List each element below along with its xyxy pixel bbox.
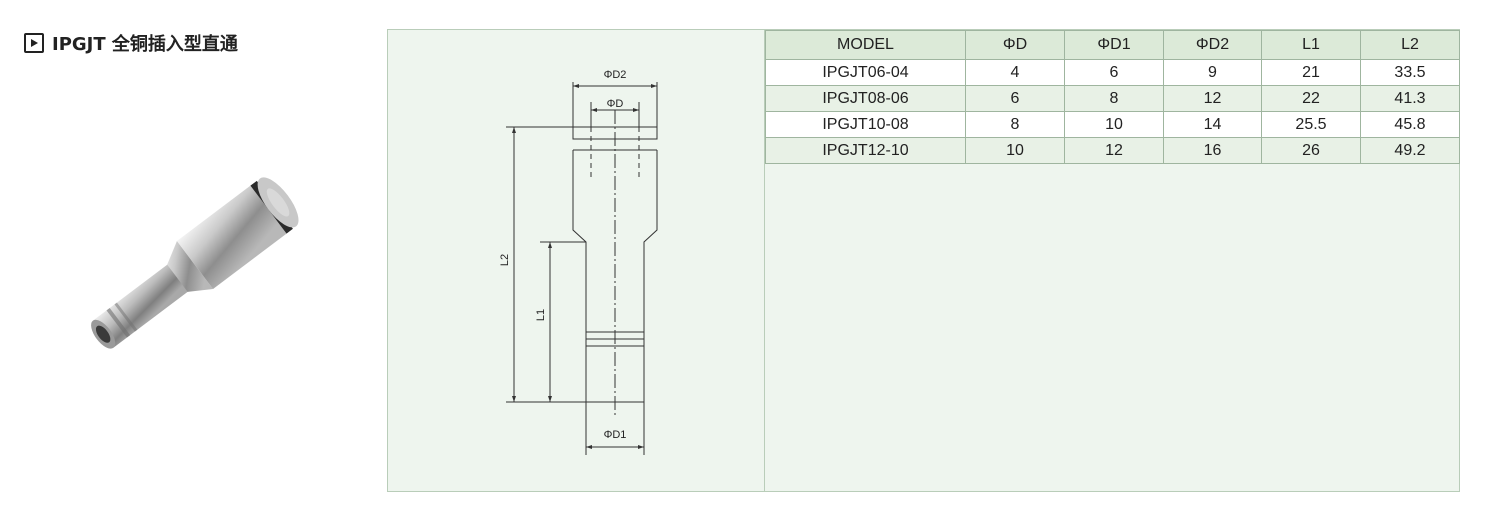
cell-model: IPGJT06-04 xyxy=(765,59,966,86)
cell-l1: 25.5 xyxy=(1261,111,1361,138)
cell-d2: 14 xyxy=(1163,111,1262,138)
cell-d1: 10 xyxy=(1064,111,1164,138)
cell-d: 8 xyxy=(965,111,1065,138)
cell-l2: 33.5 xyxy=(1360,59,1460,86)
cell-d: 4 xyxy=(965,59,1065,86)
table-header-row: MODEL ΦD ΦD1 ΦD2 L1 L2 xyxy=(765,30,1460,60)
cell-d1: 12 xyxy=(1064,137,1164,164)
header-d: ΦD xyxy=(965,30,1065,60)
cell-l2: 45.8 xyxy=(1360,111,1460,138)
cell-d2: 16 xyxy=(1163,137,1262,164)
play-icon xyxy=(24,33,44,53)
cell-model: IPGJT08-06 xyxy=(765,85,966,112)
dim-label-d2: ΦD2 xyxy=(604,69,627,81)
dim-label-l2: L2 xyxy=(499,254,511,266)
cell-d1: 6 xyxy=(1064,59,1164,86)
header-d2: ΦD2 xyxy=(1163,30,1262,60)
header-l2: L2 xyxy=(1360,30,1460,60)
cell-d2: 9 xyxy=(1163,59,1262,86)
header-d1: ΦD1 xyxy=(1064,30,1164,60)
dim-label-l1: L1 xyxy=(535,309,547,321)
cell-model: IPGJT12-10 xyxy=(765,137,966,164)
table-row: IPGJT06-04 4 6 9 21 33.5 xyxy=(765,59,1460,86)
header-l1: L1 xyxy=(1261,30,1361,60)
page-title: IPGJT 全铜插入型直通 xyxy=(24,30,238,56)
table-row: IPGJT08-06 6 8 12 22 41.3 xyxy=(765,85,1460,112)
cell-l1: 21 xyxy=(1261,59,1361,86)
cell-l1: 22 xyxy=(1261,85,1361,112)
cell-d: 6 xyxy=(965,85,1065,112)
spec-panel: ΦD2 ΦD ΦD1 L2 L1 MODEL ΦD ΦD1 ΦD2 L1 L2 xyxy=(387,29,1460,492)
cell-l2: 41.3 xyxy=(1360,85,1460,112)
table-row: IPGJT10-08 8 10 14 25.5 45.8 xyxy=(765,111,1460,138)
cell-d1: 8 xyxy=(1064,85,1164,112)
technical-drawing: ΦD2 ΦD ΦD1 L2 L1 xyxy=(388,30,765,491)
header-model: MODEL xyxy=(765,30,966,60)
spec-table-wrap: MODEL ΦD ΦD1 ΦD2 L1 L2 IPGJT06-04 4 6 9 … xyxy=(765,30,1460,164)
cell-d: 10 xyxy=(965,137,1065,164)
table-row: IPGJT12-10 10 12 16 26 49.2 xyxy=(765,137,1460,164)
title-text: IPGJT 全铜插入型直通 xyxy=(52,34,238,55)
spec-table: MODEL ΦD ΦD1 ΦD2 L1 L2 IPGJT06-04 4 6 9 … xyxy=(765,30,1460,164)
cell-l2: 49.2 xyxy=(1360,137,1460,164)
cell-l1: 26 xyxy=(1261,137,1361,164)
dim-label-d1: ΦD1 xyxy=(604,429,627,441)
dim-label-d: ΦD xyxy=(607,98,624,110)
cell-d2: 12 xyxy=(1163,85,1262,112)
cell-model: IPGJT10-08 xyxy=(765,111,966,138)
product-photo xyxy=(60,150,330,380)
